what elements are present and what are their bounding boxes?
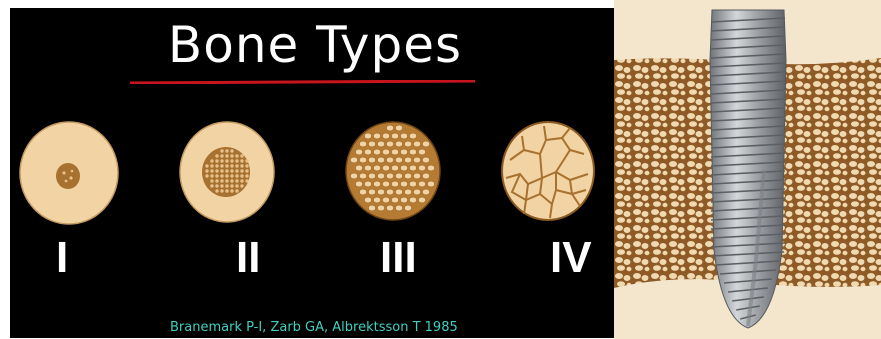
bone-type-2-label: II <box>236 233 260 283</box>
bone-types-panel: Bone Types I II III IV Branemark P-I, Za… <box>10 8 614 338</box>
title-underline <box>130 80 475 84</box>
bone-type-1-label: I <box>56 233 68 283</box>
bone-type-4-cross-section <box>500 120 596 222</box>
bone-type-2-cross-section <box>178 120 276 224</box>
bone-type-3-label: III <box>380 233 417 283</box>
dental-implant-illustration <box>614 0 881 339</box>
bone-type-1-cross-section <box>18 120 120 226</box>
bone-type-3-cross-section <box>344 120 442 222</box>
slide-title: Bone Types <box>160 16 470 74</box>
implant <box>710 10 786 328</box>
citation-text: Branemark P-I, Zarb GA, Albrektsson T 19… <box>170 320 458 335</box>
bone-type-4-label: IV <box>550 233 592 283</box>
